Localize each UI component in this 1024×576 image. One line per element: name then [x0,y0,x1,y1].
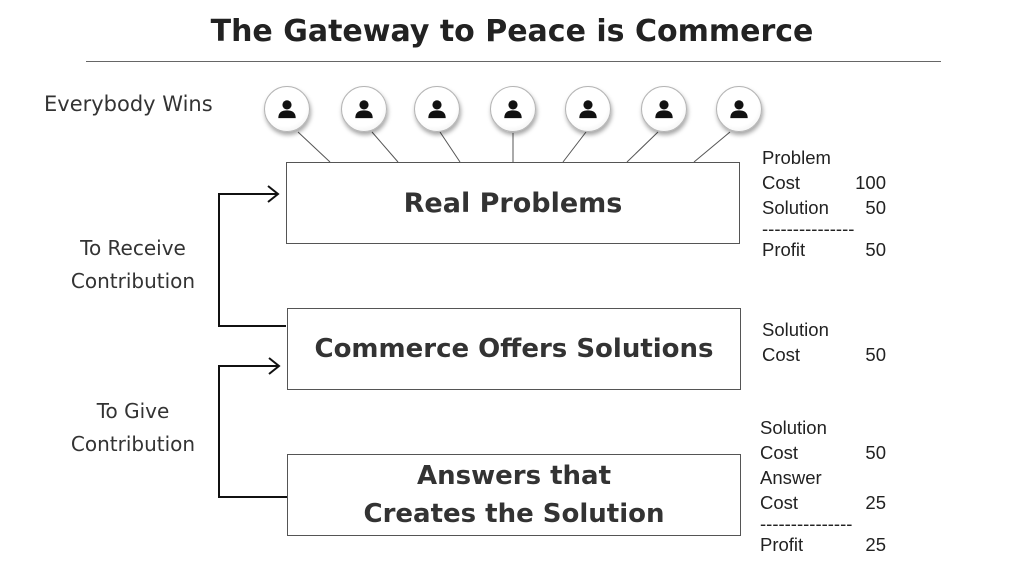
give-arrow-head [268,357,281,375]
person-avatar [716,86,762,132]
calc-total-row: Profit 50 [762,237,886,262]
answers-box: Answers that Creates the Solution [287,454,741,536]
calc-label: Profit [762,239,806,260]
everybody-wins-label: Everybody Wins [44,92,213,116]
give-arrow-path [218,365,287,498]
person-icon [579,100,597,119]
person-icon [655,100,673,119]
give-label-line: Contribution [70,432,196,456]
calc-separator: --------------- [760,513,853,534]
title-divider [86,61,941,62]
person-icon [278,100,296,119]
commerce-solutions-box: Commerce Offers Solutions [287,308,741,390]
calc-separator: --------------- [762,218,855,239]
person-icon [428,100,446,119]
calc-row: Cost 25 [760,490,886,515]
receive-label-line: To Receive [80,236,186,260]
person-avatar [641,86,687,132]
person-connector [693,131,731,163]
page-title: The Gateway to Peace is Commerce [210,14,814,49]
calc-heading: Problem [762,147,831,168]
calc-heading: Answer [760,467,822,488]
answers-box-line: Answers that [416,461,612,491]
problem-calculation: Problem Cost 100 Solution 50 -----------… [762,145,886,262]
calc-label: Cost [760,442,799,463]
calc-row: Cost 50 [760,440,886,465]
calc-total-row: Profit 25 [760,532,886,557]
person-avatar [490,86,536,132]
person-avatar [264,86,310,132]
commerce-calculation: Solution Cost 50 [762,317,886,367]
calc-label: Cost [762,172,801,193]
receive-arrow-head [267,185,280,203]
calc-value: 100 [855,172,886,193]
calc-label: Solution [762,197,829,218]
answers-box-line: Creates the Solution [363,499,665,529]
calc-value: 25 [865,534,886,555]
calc-value: 50 [865,344,886,365]
calc-label: Cost [762,344,801,365]
answers-calculation: Solution Cost 50 Answer Cost 25 --------… [760,415,886,557]
calc-label: Profit [760,534,804,555]
receive-contribution-label: To Receive Contribution [58,232,208,298]
receive-arrow-path [218,193,286,327]
person-icon [504,100,522,119]
calc-heading: Solution [760,417,827,438]
person-connector [371,131,399,163]
person-avatar [565,86,611,132]
person-icon [355,100,373,119]
calc-heading: Solution [762,319,829,340]
person-avatar [414,86,460,132]
give-label-line: To Give [96,399,170,423]
person-avatar [341,86,387,132]
person-connector [562,131,587,163]
person-connector [439,131,461,163]
real-problems-box: Real Problems [286,162,740,244]
calc-value: 25 [865,492,886,513]
person-connector [297,131,331,163]
calc-row: Solution 50 [762,195,886,220]
person-connectors [297,131,731,163]
person-connector [626,131,659,163]
calc-row: Cost 100 [762,170,886,195]
calc-row: Cost 50 [762,342,886,367]
calc-value: 50 [865,197,886,218]
person-icon [730,100,748,119]
calc-label: Cost [760,492,799,513]
calc-value: 50 [865,442,886,463]
give-contribution-label: To Give Contribution [58,395,208,461]
calc-value: 50 [865,239,886,260]
receive-label-line: Contribution [70,269,196,293]
